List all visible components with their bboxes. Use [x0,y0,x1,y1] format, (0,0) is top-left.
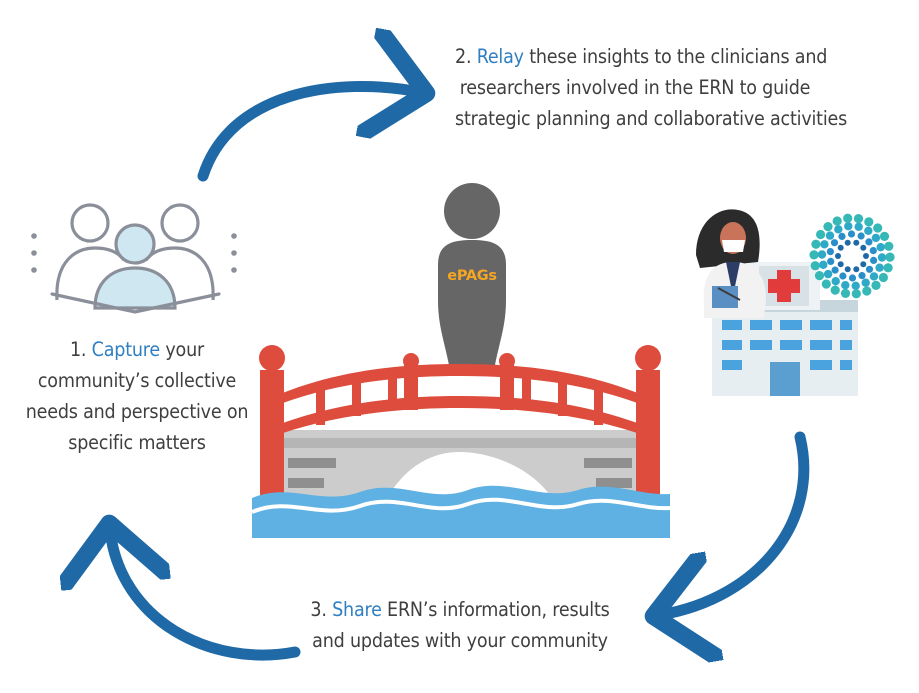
community-group-icon [31,203,237,314]
share-keyword: Share [332,598,382,621]
relay-keyword: Relay [476,45,524,68]
ern-logo-dot [814,271,825,281]
ern-logo-dot [871,280,881,290]
ern-logo-dot [843,213,853,223]
ern-logo-dot [823,222,833,232]
person-figure-icon [438,183,506,365]
ern-logo-dot [838,232,846,240]
ern-logo-dot [864,217,874,227]
hospital-icon [712,262,858,396]
ern-logo-dot [854,222,863,231]
arrow-relay-to-share [660,431,810,615]
ern-logo-dot [871,233,881,243]
ern-logo-dot [876,243,885,252]
ern-logo-dot [827,257,835,265]
step-relay-caption: 2. Relay these insights to the clinician… [455,45,848,130]
ern-logo-dot [857,232,865,240]
ern-logo-dot [860,261,867,268]
ern-logo-dot [847,230,856,238]
step-capture-caption: 1. Capture your community’s collective n… [25,338,249,454]
ern-logo-dot [863,253,869,259]
ern-logo-dot [848,274,857,282]
clinician-icon [696,209,766,318]
ern-logo-dot [810,261,820,271]
ern-logo-dot [831,277,840,286]
ern-logo-dot [825,231,835,240]
ern-logo-dot [837,261,844,268]
capture-keyword: Capture [91,338,161,361]
ern-logo-dot [844,239,851,246]
ern-logo-dot [870,256,878,264]
ern-logo-dot [865,265,874,273]
ern-logo-dot [851,281,860,290]
ern-logo-dot [839,272,847,280]
ern-logo-dot [819,260,828,269]
ern-logo-dot [853,214,864,224]
arrow-capture-to-relay [197,86,420,182]
ern-logo-dot [873,223,883,233]
ern-logo-dot [860,244,867,251]
ern-logo-dot [879,231,890,241]
ern-logo-dot [844,222,853,231]
ern-logo-dot [831,266,839,274]
ern-logo-dot [883,263,893,273]
ern-logo-dot [869,247,877,255]
ern-logo-dot [875,263,884,272]
ern-logo-dot [841,281,850,290]
ern-logo-dot [853,266,860,273]
ern-logo-dot [877,253,887,262]
ern-logo-dot [835,253,841,259]
ern-logo-dot [878,272,889,283]
ern-logo-dot [817,250,827,259]
ern-logo-dot [823,269,833,279]
ern-logo-dot [832,216,842,226]
ern-logo-dot [885,252,895,262]
ern-logo-dot [861,278,870,287]
step-share-caption: 3. Share ERN’s information, results and … [310,598,610,652]
ern-logo-dot [858,272,866,280]
ern-logo-dot [821,279,831,289]
ern-logo-dot [830,285,840,295]
ern-logo-dot [830,239,839,247]
ern-logo-dot [884,241,894,251]
ern-logo-dot [853,239,860,246]
ern-logo-dot [865,238,873,246]
ern-logo-dot [862,286,872,296]
arrow-share-to-capture [110,530,301,661]
ern-logo-dot [826,248,835,256]
ern-logo-dot [844,266,851,273]
ern-logo-dot [834,225,843,234]
ern-logo-dot [869,272,879,281]
ern-logo-dot [837,244,844,251]
ern-logo-dot [851,289,861,299]
ern-logo-dot [809,250,819,260]
ern-logo-icon [809,213,895,299]
ern-logo-dot [811,239,821,249]
bridge-icon [251,345,671,538]
figure-label: ePAGs [447,268,497,284]
ern-logo-dot [816,229,826,240]
ern-logo-dot [820,240,829,249]
ern-logo-dot [864,226,873,235]
ern-logo-dot [840,288,851,298]
